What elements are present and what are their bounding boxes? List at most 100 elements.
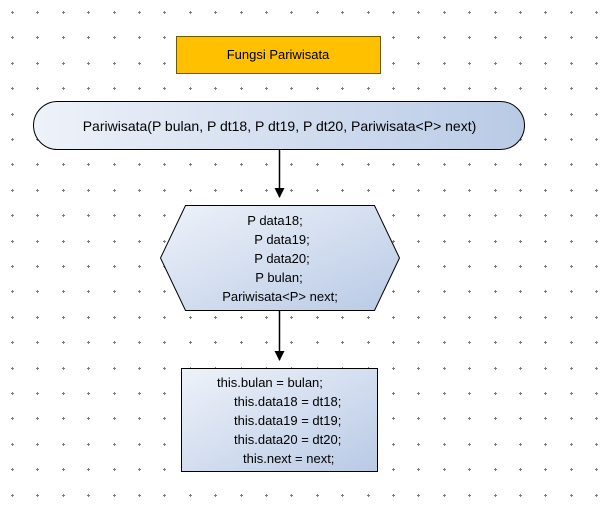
grid-dot — [571, 341, 572, 344]
grid-dot — [418, 417, 419, 420]
grid-dot — [37, 214, 38, 217]
grid-dot — [63, 36, 64, 39]
grid-dot — [520, 494, 521, 497]
grid-dot — [88, 240, 89, 243]
grid-dot — [164, 341, 165, 344]
grid-dot — [63, 443, 64, 446]
grid-dot — [368, 87, 369, 90]
grid-dot — [12, 87, 13, 90]
grid-dot — [139, 265, 140, 268]
grid-dot — [63, 11, 64, 14]
grid-dot — [520, 341, 521, 344]
grid-dot — [596, 87, 597, 90]
grid-dot — [545, 290, 546, 293]
grid-dot — [164, 87, 165, 90]
grid-dot — [241, 316, 242, 319]
grid-dot — [139, 189, 140, 192]
grid-dot — [520, 367, 521, 370]
grid-dot — [596, 265, 597, 268]
grid-dot — [520, 417, 521, 420]
grid-dot — [571, 214, 572, 217]
grid-dot — [215, 189, 216, 192]
grid-dot — [545, 138, 546, 141]
grid-dot — [37, 240, 38, 243]
grid-dot — [88, 417, 89, 420]
grid-dot — [444, 11, 445, 14]
grid-dot — [444, 468, 445, 471]
grid-dot — [545, 392, 546, 395]
grid-dot — [139, 468, 140, 471]
grid-dot — [545, 443, 546, 446]
grid-dot — [520, 163, 521, 166]
grid-dot — [88, 163, 89, 166]
grid-dot — [139, 417, 140, 420]
grid-dot — [596, 341, 597, 344]
grid-dot — [393, 316, 394, 319]
grid-dot — [215, 316, 216, 319]
grid-dot — [37, 290, 38, 293]
grid-dot — [596, 11, 597, 14]
grid-dot — [12, 290, 13, 293]
grid-dot — [596, 392, 597, 395]
grid-dot — [88, 62, 89, 65]
grid-dot — [317, 11, 318, 14]
grid-dot — [444, 367, 445, 370]
grid-dot — [393, 189, 394, 192]
declaration-line: P bulan; — [255, 269, 303, 285]
grid-dot — [469, 367, 470, 370]
grid-dot — [342, 341, 343, 344]
grid-dot — [545, 468, 546, 471]
assignment-line: this.data18 = dt18; — [234, 393, 342, 409]
grid-dot — [114, 11, 115, 14]
grid-dot — [342, 11, 343, 14]
assignment-line: this.data19 = dt19; — [234, 412, 342, 428]
grid-dot — [418, 214, 419, 217]
grid-dot — [469, 163, 470, 166]
grid-dot — [12, 316, 13, 319]
grid-dot — [114, 367, 115, 370]
grid-dot — [393, 468, 394, 471]
grid-dot — [545, 62, 546, 65]
grid-dot — [63, 341, 64, 344]
grid-dot — [215, 341, 216, 344]
grid-dot — [114, 240, 115, 243]
grid-dot — [37, 265, 38, 268]
grid-dot — [37, 11, 38, 14]
grid-dot — [469, 494, 470, 497]
grid-dot — [469, 11, 470, 14]
grid-dot — [368, 494, 369, 497]
grid-dot — [444, 163, 445, 166]
assignment-line: this.bulan = bulan; — [217, 374, 323, 390]
grid-dot — [520, 290, 521, 293]
grid-dot — [12, 341, 13, 344]
grid-dot — [291, 11, 292, 14]
grid-dot — [520, 392, 521, 395]
grid-dot — [444, 189, 445, 192]
grid-dot — [393, 214, 394, 217]
grid-dot — [368, 189, 369, 192]
grid-dot — [418, 163, 419, 166]
assignments-box — [181, 368, 378, 472]
grid-dot — [418, 494, 419, 497]
grid-dot — [63, 468, 64, 471]
grid-dot — [63, 87, 64, 90]
grid-dot — [571, 443, 572, 446]
grid-dot — [37, 62, 38, 65]
grid-dot — [393, 240, 394, 243]
grid-dot — [444, 265, 445, 268]
grid-dot — [114, 468, 115, 471]
grid-dot — [114, 36, 115, 39]
grid-dot — [63, 214, 64, 217]
grid-dot — [418, 87, 419, 90]
grid-dot — [241, 11, 242, 14]
grid-dot — [12, 62, 13, 65]
grid-dot — [469, 240, 470, 243]
grid-dot — [571, 163, 572, 166]
grid-dot — [88, 316, 89, 319]
grid-dot — [266, 11, 267, 14]
grid-dot — [495, 494, 496, 497]
grid-dot — [37, 87, 38, 90]
grid-dot — [317, 494, 318, 497]
grid-dot — [88, 11, 89, 14]
